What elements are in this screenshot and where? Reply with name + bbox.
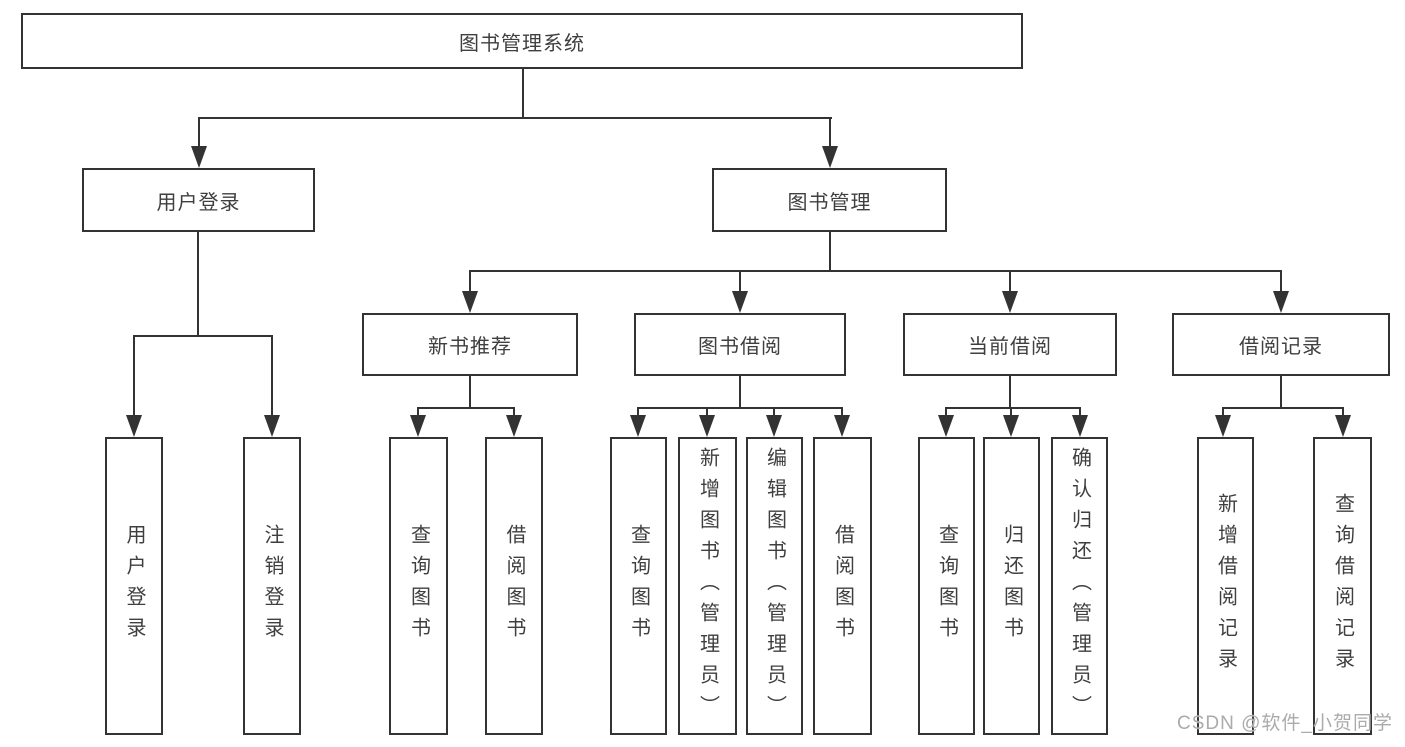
connector-book-borrow-stem <box>739 376 741 407</box>
leaf-rec-borrow-books-label: 借阅图书 <box>503 524 525 648</box>
connector-borrow-records-stem <box>1280 376 1282 407</box>
connector-leaf-logout-drop <box>271 335 273 415</box>
leaf-rec-query-books: 查询图书 <box>389 437 448 735</box>
leaf-rec-borrow-books: 借阅图书 <box>485 437 543 735</box>
arrowhead-bb-borrow <box>834 415 850 437</box>
leaf-cb-return-books-label: 归还图书 <box>1000 524 1023 648</box>
connector-current-borrow-stem <box>1009 376 1011 407</box>
connector-user-login-bar <box>133 335 273 337</box>
node-borrowing-records: 借阅记录 <box>1172 313 1390 376</box>
arrowhead-leaf-user-login <box>126 415 142 437</box>
leaf-bb-add-books-admin: 新增图书（管理员） <box>678 437 737 735</box>
connector-root-stem <box>522 69 524 117</box>
leaf-br-query-record-label: 查询借阅记录 <box>1331 493 1354 679</box>
connector-book-borrow-bar <box>637 407 843 409</box>
arrowhead-cb-return <box>1003 415 1019 437</box>
connector-current-borrow-drop <box>1009 270 1011 291</box>
connector-new-book-stem <box>469 376 471 407</box>
leaf-cb-query-books-label: 查询图书 <box>935 524 958 648</box>
arrowhead-cb-query <box>938 415 954 437</box>
leaf-user-login-label: 用户登录 <box>123 524 145 648</box>
arrowhead-br-add <box>1215 415 1231 437</box>
connector-cb-return-drop <box>1010 407 1012 415</box>
node-current-borrowing: 当前借阅 <box>903 313 1117 376</box>
arrowhead-bb-query <box>630 415 646 437</box>
node-book-management-branch-label: 图书管理 <box>787 191 872 214</box>
connector-borrow-records-bar <box>1222 407 1344 409</box>
node-root: 图书管理系统 <box>21 13 1023 69</box>
leaf-bb-query-books: 查询图书 <box>610 437 667 735</box>
node-book-management-branch: 图书管理 <box>712 168 947 232</box>
connector-bb-query-drop <box>637 407 639 415</box>
node-borrowing-records-label: 借阅记录 <box>1239 336 1323 358</box>
connector-level3-bar <box>469 270 1282 272</box>
connector-new-book-bar <box>417 407 515 409</box>
arrowhead-book-borrow <box>732 291 748 313</box>
connector-user-login-stem <box>197 232 199 335</box>
arrowhead-borrow-records <box>1273 291 1289 313</box>
arrowhead-rec-borrow <box>506 415 522 437</box>
leaf-cb-query-books: 查询图书 <box>918 437 975 735</box>
connector-current-borrow-bar <box>945 407 1081 409</box>
connector-level2-bar <box>198 117 832 119</box>
connector-user-login-drop <box>198 117 200 146</box>
leaf-rec-query-books-label: 查询图书 <box>407 524 430 648</box>
leaf-bb-query-books-label: 查询图书 <box>627 524 650 648</box>
node-book-borrowing: 图书借阅 <box>634 313 846 376</box>
node-root-label: 图书管理系统 <box>459 32 585 55</box>
connector-cb-query-drop <box>945 407 947 415</box>
node-user-login-branch: 用户登录 <box>82 168 315 232</box>
connector-bb-edit-drop <box>773 407 775 415</box>
arrowhead-bb-add <box>699 415 715 437</box>
connector-book-mgmt-stem <box>829 232 831 270</box>
node-book-borrowing-label: 图书借阅 <box>698 336 782 358</box>
arrowhead-user-login <box>191 146 207 168</box>
arrowhead-book-mgmt <box>822 146 838 168</box>
leaf-bb-edit-books-admin-label: 编辑图书（管理员） <box>763 446 786 726</box>
arrowhead-bb-edit <box>766 415 782 437</box>
connector-br-query-drop <box>1342 407 1344 415</box>
leaf-logout-label: 注销登录 <box>261 524 283 648</box>
leaf-user-login: 用户登录 <box>105 437 163 735</box>
connector-rec-borrow-drop <box>513 407 515 415</box>
leaf-br-add-record: 新增借阅记录 <box>1197 437 1254 735</box>
arrowhead-current-borrow <box>1002 291 1018 313</box>
connector-borrow-records-drop <box>1280 270 1282 291</box>
connector-book-mgmt-drop <box>829 117 831 146</box>
arrowhead-rec-query <box>410 415 426 437</box>
connector-br-add-drop <box>1222 407 1224 415</box>
connector-bb-borrow-drop <box>841 407 843 415</box>
node-user-login-branch-label: 用户登录 <box>156 191 241 214</box>
connector-book-borrow-drop <box>739 270 741 291</box>
leaf-br-add-record-label: 新增借阅记录 <box>1214 493 1237 679</box>
arrowhead-br-query <box>1335 415 1351 437</box>
connector-leaf-user-login-drop <box>133 335 135 415</box>
leaf-bb-borrow-books: 借阅图书 <box>813 437 872 735</box>
leaf-cb-confirm-return-admin: 确认归还（管理员） <box>1051 437 1108 735</box>
arrowhead-leaf-logout <box>264 415 280 437</box>
csdn-watermark: CSDN @软件_小贺同学 <box>1177 713 1393 734</box>
connector-rec-query-drop <box>417 407 419 415</box>
connector-cb-confirm-drop <box>1079 407 1081 415</box>
leaf-bb-edit-books-admin: 编辑图书（管理员） <box>746 437 803 735</box>
leaf-logout: 注销登录 <box>243 437 301 735</box>
leaf-bb-borrow-books-label: 借阅图书 <box>831 524 854 648</box>
connector-bb-add-drop <box>706 407 708 415</box>
leaf-cb-return-books: 归还图书 <box>983 437 1040 735</box>
node-new-book-recommend: 新书推荐 <box>362 313 578 376</box>
arrowhead-new-book <box>462 291 478 313</box>
leaf-br-query-record: 查询借阅记录 <box>1313 437 1372 735</box>
node-new-book-recommend-label: 新书推荐 <box>428 336 512 358</box>
leaf-cb-confirm-return-admin-label: 确认归还（管理员） <box>1068 446 1091 726</box>
connector-new-book-drop <box>469 270 471 291</box>
node-current-borrowing-label: 当前借阅 <box>968 336 1052 358</box>
arrowhead-cb-confirm <box>1072 415 1088 437</box>
leaf-bb-add-books-admin-label: 新增图书（管理员） <box>696 446 719 726</box>
